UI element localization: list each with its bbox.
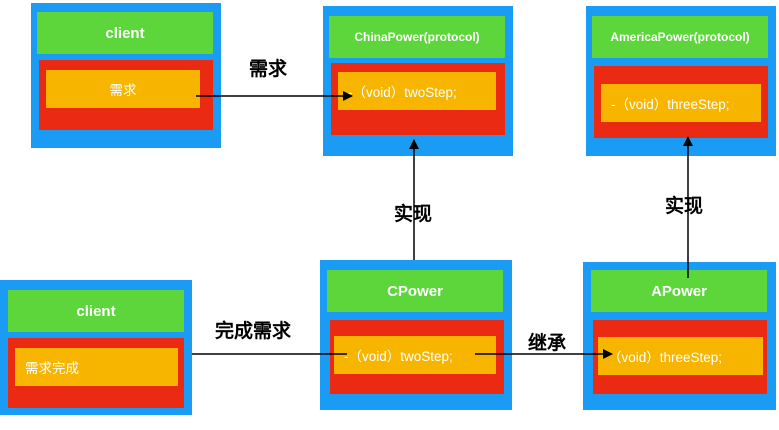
edge-label-fulfill-demand: 完成需求	[215, 320, 292, 342]
apower-body: （void）threeStep;	[593, 320, 767, 394]
client-bottom-node: client 需求完成	[0, 280, 192, 415]
china-power-body: -（void）twoStep;	[331, 63, 505, 135]
america-power-node: AmericaPower(protocol) -（void）threeStep;	[586, 6, 776, 156]
apower-title: APower	[591, 270, 767, 312]
america-power-title: AmericaPower(protocol)	[592, 16, 768, 58]
client-bottom-demand-fulfilled: 需求完成	[15, 348, 178, 386]
america-power-body: -（void）threeStep;	[594, 66, 768, 138]
cpower-body: -（void）twoStep;	[330, 320, 504, 394]
client-top-demand: 需求	[46, 70, 200, 108]
edge-label-demand: 需求	[249, 58, 288, 80]
cpower-method: -（void）twoStep;	[334, 336, 496, 374]
cpower-node: CPower -（void）twoStep;	[320, 260, 512, 410]
client-bottom-body: 需求完成	[8, 338, 184, 408]
apower-method: （void）threeStep;	[598, 337, 763, 375]
edge-label-implement-right: 实现	[665, 195, 704, 217]
client-top-body: 需求	[39, 60, 213, 130]
client-bottom-title: client	[8, 290, 184, 332]
china-power-method: -（void）twoStep;	[338, 72, 496, 110]
edge-label-inherit: 继承	[528, 332, 567, 354]
cpower-title: CPower	[327, 270, 503, 312]
china-power-node: ChinaPower(protocol) -（void）twoStep;	[323, 6, 513, 156]
edge-label-implement-left: 实现	[394, 203, 433, 225]
apower-node: APower （void）threeStep;	[583, 262, 776, 410]
client-top-node: client 需求	[31, 3, 221, 148]
client-top-title: client	[37, 12, 213, 54]
america-power-method: -（void）threeStep;	[601, 84, 761, 122]
china-power-title: ChinaPower(protocol)	[329, 16, 505, 58]
